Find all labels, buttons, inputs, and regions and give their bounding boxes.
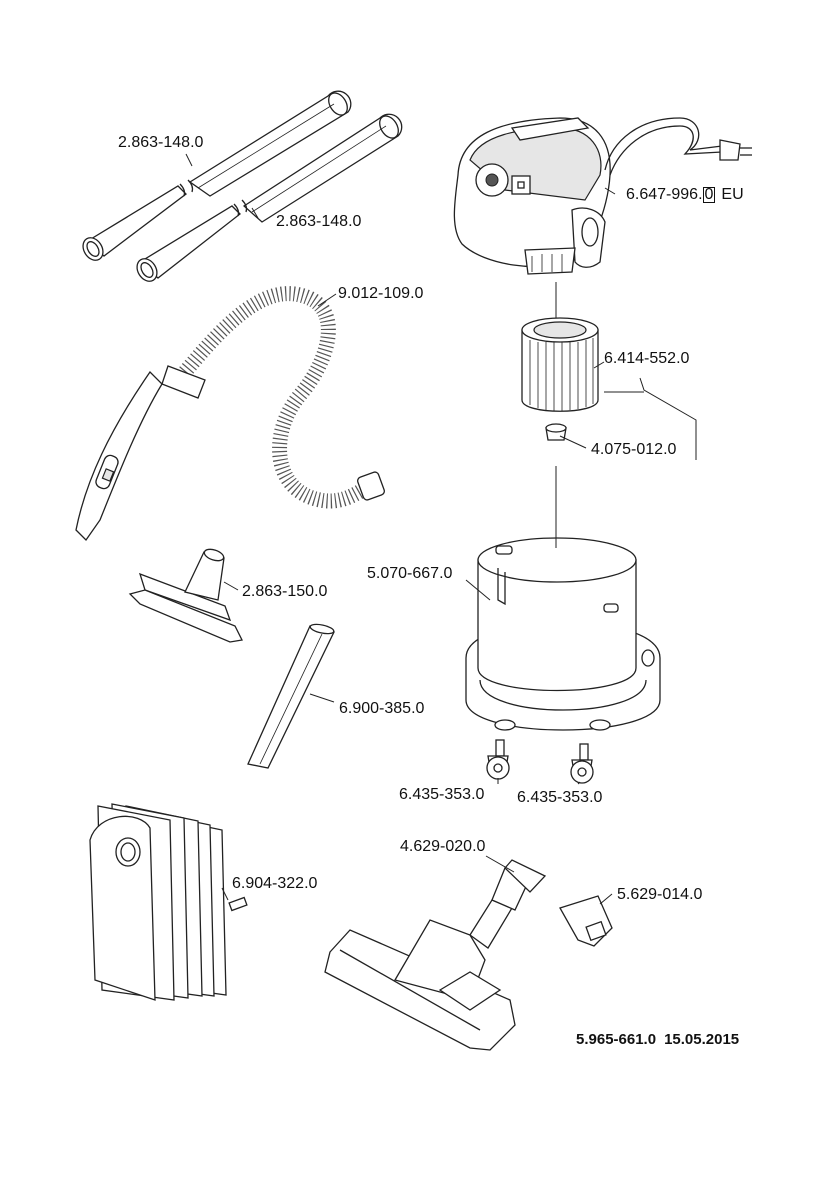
footer-date: 15.05.2015 xyxy=(664,1031,740,1048)
power-cord-box: 0 xyxy=(702,186,716,203)
label-filter-bags: 6.904-322.0 xyxy=(232,875,318,892)
label-power-cord: 6.647-996.0 EU xyxy=(626,186,744,204)
power-cord-number: 6.647-996. xyxy=(626,186,703,203)
upholstery-nozzle xyxy=(128,548,243,643)
label-cartridge-filter: 6.414-552.0 xyxy=(604,350,690,367)
footer-doc-number: 5.965-661.0 xyxy=(576,1031,657,1048)
footer-reference: 5.965-661.0 15.05.2015 xyxy=(576,1031,739,1048)
cartridge-filter xyxy=(521,317,599,412)
crevice-nozzle xyxy=(247,623,335,769)
label-castor-left: 6.435-353.0 xyxy=(399,786,485,803)
label-container: 5.070-667.0 xyxy=(367,565,453,582)
adapter xyxy=(559,895,613,947)
label-tube-upper: 2.863-148.0 xyxy=(118,134,204,151)
label-suction-hose: 9.012-109.0 xyxy=(338,285,424,302)
label-filter-plug: 4.075-012.0 xyxy=(591,441,677,458)
castor-left xyxy=(486,739,510,780)
label-castor-right: 6.435-353.0 xyxy=(517,789,603,806)
floor-nozzle xyxy=(324,859,547,1051)
extension-tube-upper xyxy=(82,90,352,261)
castor-right xyxy=(570,743,594,784)
filter-bags xyxy=(89,803,227,1001)
label-adapter: 5.629-014.0 xyxy=(617,886,703,903)
label-upholstery-nozzle: 2.863-150.0 xyxy=(242,583,328,600)
extension-tube-lower xyxy=(136,113,403,282)
container xyxy=(465,537,661,731)
label-tube-lower: 2.863-148.0 xyxy=(276,213,362,230)
power-cord-suffix: EU xyxy=(721,186,744,203)
suction-hose xyxy=(75,286,385,542)
leader-lines xyxy=(185,153,697,912)
label-crevice-nozzle: 6.900-385.0 xyxy=(339,700,425,717)
label-floor-nozzle: 4.629-020.0 xyxy=(400,838,486,855)
vacuum-head xyxy=(453,117,752,275)
